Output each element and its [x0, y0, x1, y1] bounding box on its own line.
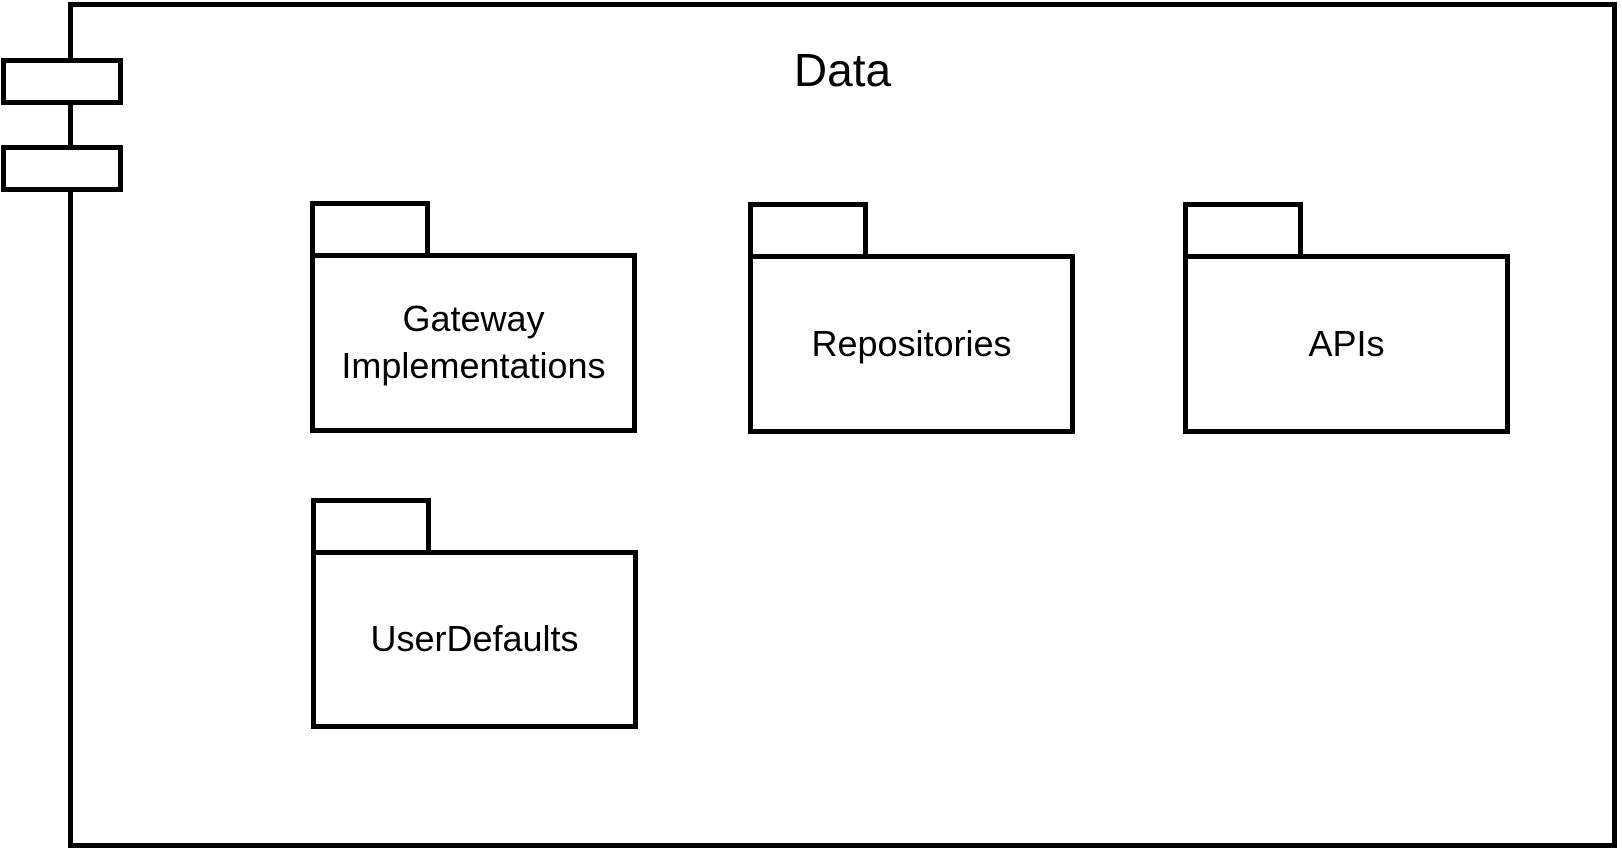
package-label: APIs	[1308, 322, 1385, 364]
package-tab	[311, 498, 431, 550]
uml-component-icon-bar-top	[1, 58, 123, 105]
package-gateway-implementations: Gateway Implementations	[310, 201, 637, 433]
package-body: UserDefaults	[311, 550, 638, 729]
package-repositories: Repositories	[748, 202, 1075, 434]
package-tab	[310, 201, 430, 253]
package-label: Repositories	[811, 322, 1012, 364]
data-component-frame: Data Gateway Implementations Repositorie…	[68, 2, 1617, 848]
package-userdefaults: UserDefaults	[311, 498, 638, 729]
package-body: Repositories	[748, 254, 1075, 434]
package-tab	[1183, 202, 1303, 254]
package-body: APIs	[1183, 254, 1510, 434]
package-body: Gateway Implementations	[310, 253, 637, 433]
package-label: UserDefaults	[370, 618, 579, 660]
uml-component-icon-bar-bottom	[1, 145, 123, 192]
package-tab	[748, 202, 868, 254]
frame-title: Data	[793, 44, 892, 96]
package-apis: APIs	[1183, 202, 1510, 434]
package-label: Gateway Implementations	[341, 298, 606, 386]
